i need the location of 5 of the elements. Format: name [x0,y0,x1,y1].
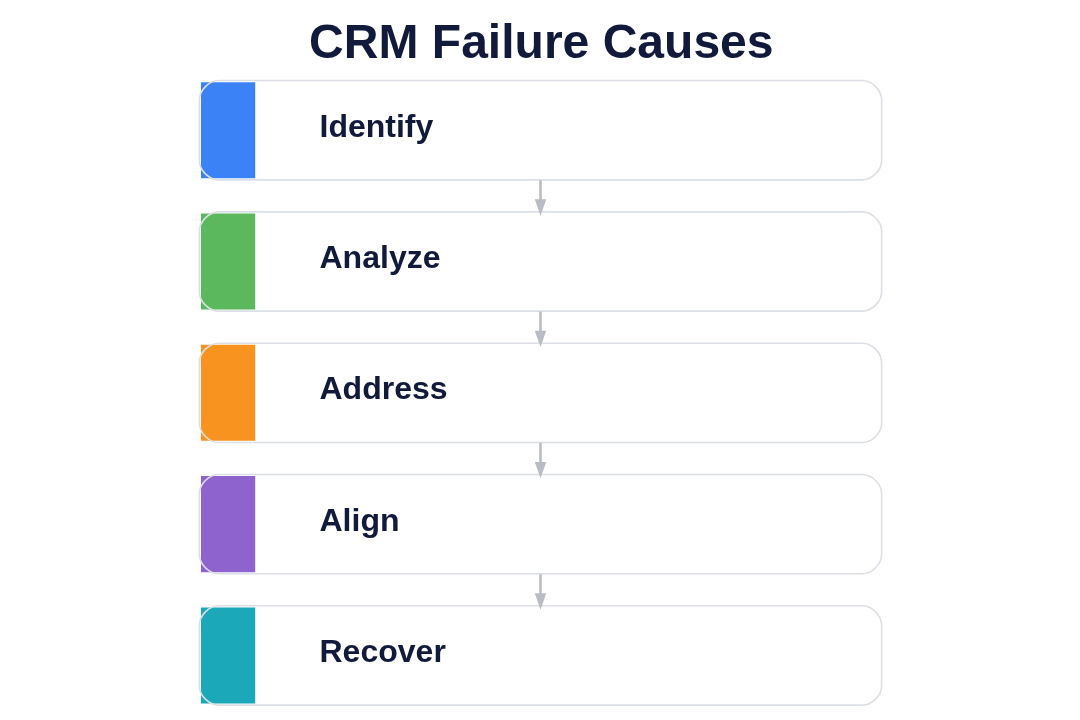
arrow [534,180,546,216]
arrow [534,442,546,479]
arrow [534,311,546,348]
arrow [534,574,546,610]
diagram-title: CRM Failure Causes [308,15,774,69]
